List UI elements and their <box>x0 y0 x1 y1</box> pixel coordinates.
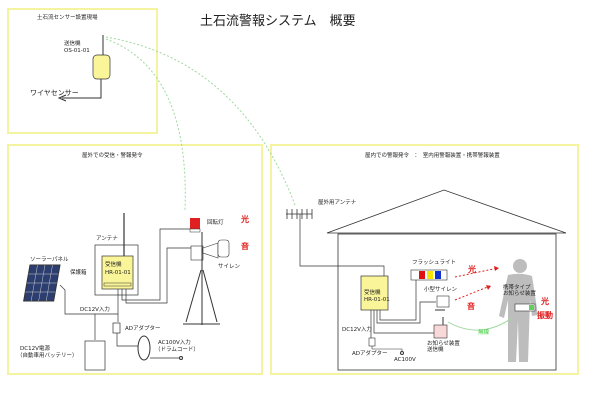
rotating-light-label: 回転灯 <box>207 220 224 226</box>
small-siren-label: 小型サイレン <box>424 287 458 293</box>
flash-light-icon <box>410 269 448 281</box>
receiver-model: HR-01-01 <box>364 297 390 303</box>
light-label: 光 <box>468 265 476 274</box>
sensor-site-heading: 土石流センサー設置現場 <box>37 15 98 21</box>
person-silhouette <box>499 259 538 362</box>
notify-transmitter-label: お知らせ装置 <box>427 341 460 347</box>
drum-cord-icon <box>137 335 151 361</box>
light-arrow <box>454 267 499 278</box>
receiver-model: HR-01-01 <box>105 270 131 276</box>
protective-box <box>94 244 139 296</box>
wireless-label: 無線 <box>478 330 490 336</box>
siren-icon <box>190 239 230 261</box>
wire-sensor-label: ワイヤセンサー <box>30 89 79 97</box>
ac-label: AC100V <box>394 357 416 363</box>
battery-icon <box>84 340 106 371</box>
transmitter-model: OS-01-01 <box>64 48 90 54</box>
portable-device-icon <box>514 303 536 312</box>
ad-adapter-icon <box>112 322 121 334</box>
dc-input-label: DC12V入力 <box>342 327 372 333</box>
transmitter-label: 送信機 <box>64 41 81 47</box>
battery-label-2: （自動車用バッテリー） <box>17 353 78 359</box>
receiver-device <box>101 255 134 290</box>
ad-adapter-label: ADアダプター <box>352 351 388 357</box>
solar-panel-icon <box>23 264 61 302</box>
receiver-label: 受信機 <box>105 262 122 268</box>
protective-box-label: 保護箱 <box>70 270 87 276</box>
indoor-heading: 屋内での警報発令 ： 室内用警報装置・携帯警報装置 <box>365 153 500 159</box>
outdoor-antenna-label: 屋外用アンテナ <box>318 200 357 206</box>
tripod-icon <box>183 232 220 325</box>
portable-device-label: 携帯タイプ <box>503 285 531 291</box>
sensor-site-panel <box>7 8 158 134</box>
sound-label: 音 <box>241 242 249 251</box>
light-label: 光 <box>241 215 249 224</box>
indoor-panel <box>270 144 579 375</box>
solar-panel-label: ソーラーパネル <box>30 257 69 263</box>
receiver-label: 受信機 <box>364 290 381 296</box>
notify-transmitter-label-2: 送信機 <box>427 347 444 353</box>
ad-adapter-label: ADアダプター <box>125 326 161 332</box>
portable-light-label: 光 <box>541 297 549 306</box>
portable-device-label-2: お知らせ装置 <box>503 291 536 297</box>
battery-label: DC12V電源 <box>20 346 50 352</box>
small-siren-icon <box>435 295 450 311</box>
house-outline <box>326 189 567 234</box>
sound-arrow <box>454 285 491 301</box>
dc-input-label: DC12V入力 <box>80 307 110 313</box>
vibration-label: 振動 <box>537 311 553 320</box>
ad-adapter-icon <box>368 337 376 347</box>
notify-transmitter-device <box>433 324 448 339</box>
wireless-arc <box>447 317 513 331</box>
ac-input-label-2: （ドラムコード） <box>155 347 199 353</box>
rotating-light-icon <box>190 218 200 229</box>
outdoor-heading: 屋外での受信・警報発令 <box>82 153 143 159</box>
sound-label: 音 <box>467 302 475 311</box>
outdoor-panel <box>7 144 263 375</box>
wireless-link-curve <box>105 38 186 211</box>
transmitter-device <box>92 54 111 80</box>
ac-input-label: AC100V入力 <box>158 340 191 346</box>
receiver-device <box>360 275 389 311</box>
flash-light-label: フラッシュライト <box>412 260 457 266</box>
antenna-label: アンテナ <box>96 236 118 242</box>
outdoor-antenna-icon <box>286 209 313 219</box>
siren-label: サイレン <box>218 264 241 270</box>
page-title: 土石流警報システム 概要 <box>200 14 356 29</box>
arrow-icon <box>57 94 67 102</box>
wireless-link-curve <box>105 36 296 206</box>
